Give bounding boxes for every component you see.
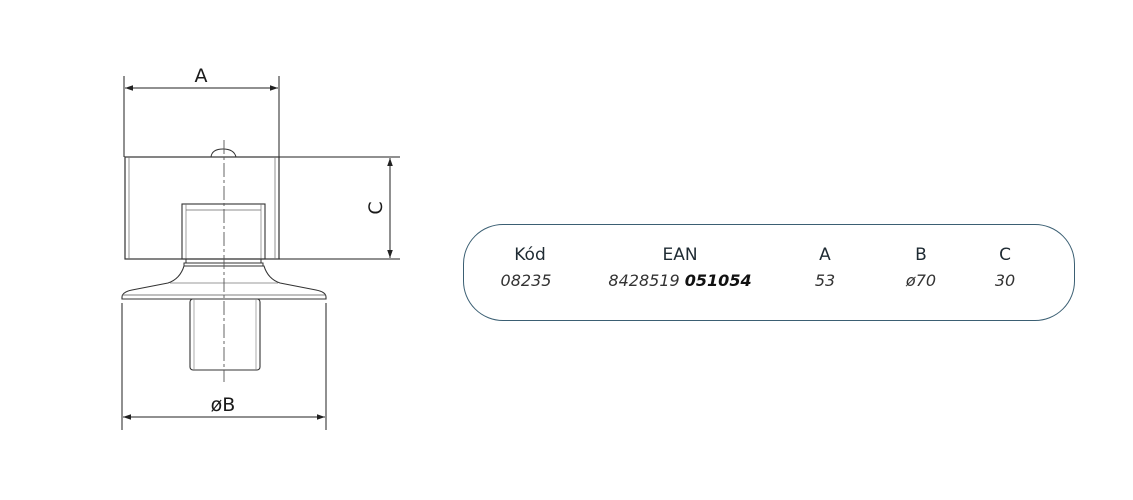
header-c: C [999,245,1011,265]
value-c: 30 [994,271,1016,290]
bottom-shaft [189,298,261,371]
spec-table: Kód EAN A B C 08235 8428519 051054 53 ø7… [463,224,1075,321]
dimension-a-label: A [195,65,208,87]
dimension-b [121,303,327,430]
dimension-a [123,76,280,157]
inner-boss [181,203,266,260]
dimension-c-label: C [365,201,387,214]
ean-prefix: 8428519 [608,271,680,290]
header-b: B [915,245,927,265]
value-code: 08235 [500,271,552,290]
ean-suffix: 051054 [684,271,752,290]
neck-rings [183,258,264,267]
value-ean: 8428519 051054 [608,271,751,290]
dimension-c [279,156,400,260]
header-a: A [819,245,831,265]
header-ean: EAN [662,245,698,265]
value-a: 53 [814,271,836,290]
dimension-b-label: øB [211,394,236,416]
header-code: Kód [514,245,546,265]
value-b: ø70 [905,271,937,290]
